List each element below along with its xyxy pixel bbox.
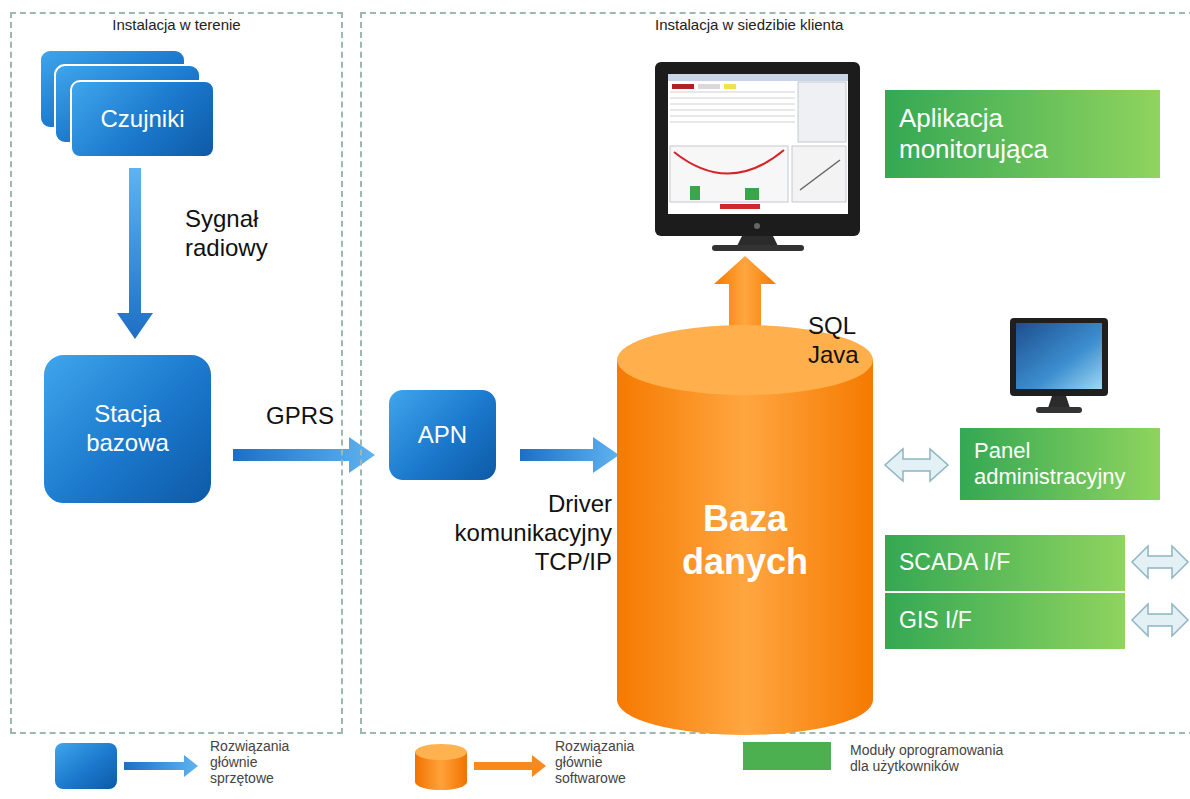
legend-text: Rozwiązania głównie softwarowe [555,738,645,786]
legend-text: Rozwiązania głównie sprzętowe [210,738,300,786]
module-box: GIS I/F [885,593,1125,649]
region-heading: Instalacja w terenie [12,16,341,34]
legend-swatch [743,742,831,770]
legend-software-sample [415,744,546,790]
connector-label: GPRS [266,402,356,431]
connector-arrow [233,437,375,473]
connector-arrow [885,449,948,481]
node-label: APN [418,421,467,450]
connector-arrow [117,168,153,339]
module-box: Panel administracyjny [960,428,1160,500]
node-label: GIS I/F [899,607,1111,635]
module-box: SCADA I/F [885,535,1125,591]
interface-arrow [1132,546,1188,578]
hardware-box: Stacja bazowa [42,353,213,505]
region-heading: Instalacja w siedzibie klienta [655,16,975,34]
connector-arrow [520,437,619,473]
node-label: Aplikacja monitorująca [885,90,1160,178]
node-label: SCADA I/F [899,549,1111,577]
hardware-box: APN [387,388,498,482]
legend-text: Moduły oprogramowania dla użytkowników [850,742,1020,774]
node-label: Czujniki [100,105,184,134]
monitor-illustration [655,62,860,251]
legend-hardware-sample [55,743,198,789]
monitor-group: Aplikacja monitorująca [650,60,1160,252]
node-label: Panel administracyjny [974,438,1146,491]
hardware-box: Czujniki [70,80,215,158]
node-label: Stacja bazowa [52,400,203,458]
region-panel: Aplikacja monitorującaAPN Baza danych Pane… [360,12,1190,734]
node-label: Baza danych [670,497,820,583]
database-cylinder: Baza danych [617,325,873,735]
connector-label: SQL Java [808,312,878,370]
connector-label: Driver komunikacyjny TCP/IP [392,490,612,576]
monitor-icon [1010,318,1108,413]
region-panel: CzujnikiStacja bazowa Instalacja w tereni… [10,12,343,734]
interface-arrow [1132,604,1188,636]
connector-label: Sygnał radiowy [185,205,305,263]
